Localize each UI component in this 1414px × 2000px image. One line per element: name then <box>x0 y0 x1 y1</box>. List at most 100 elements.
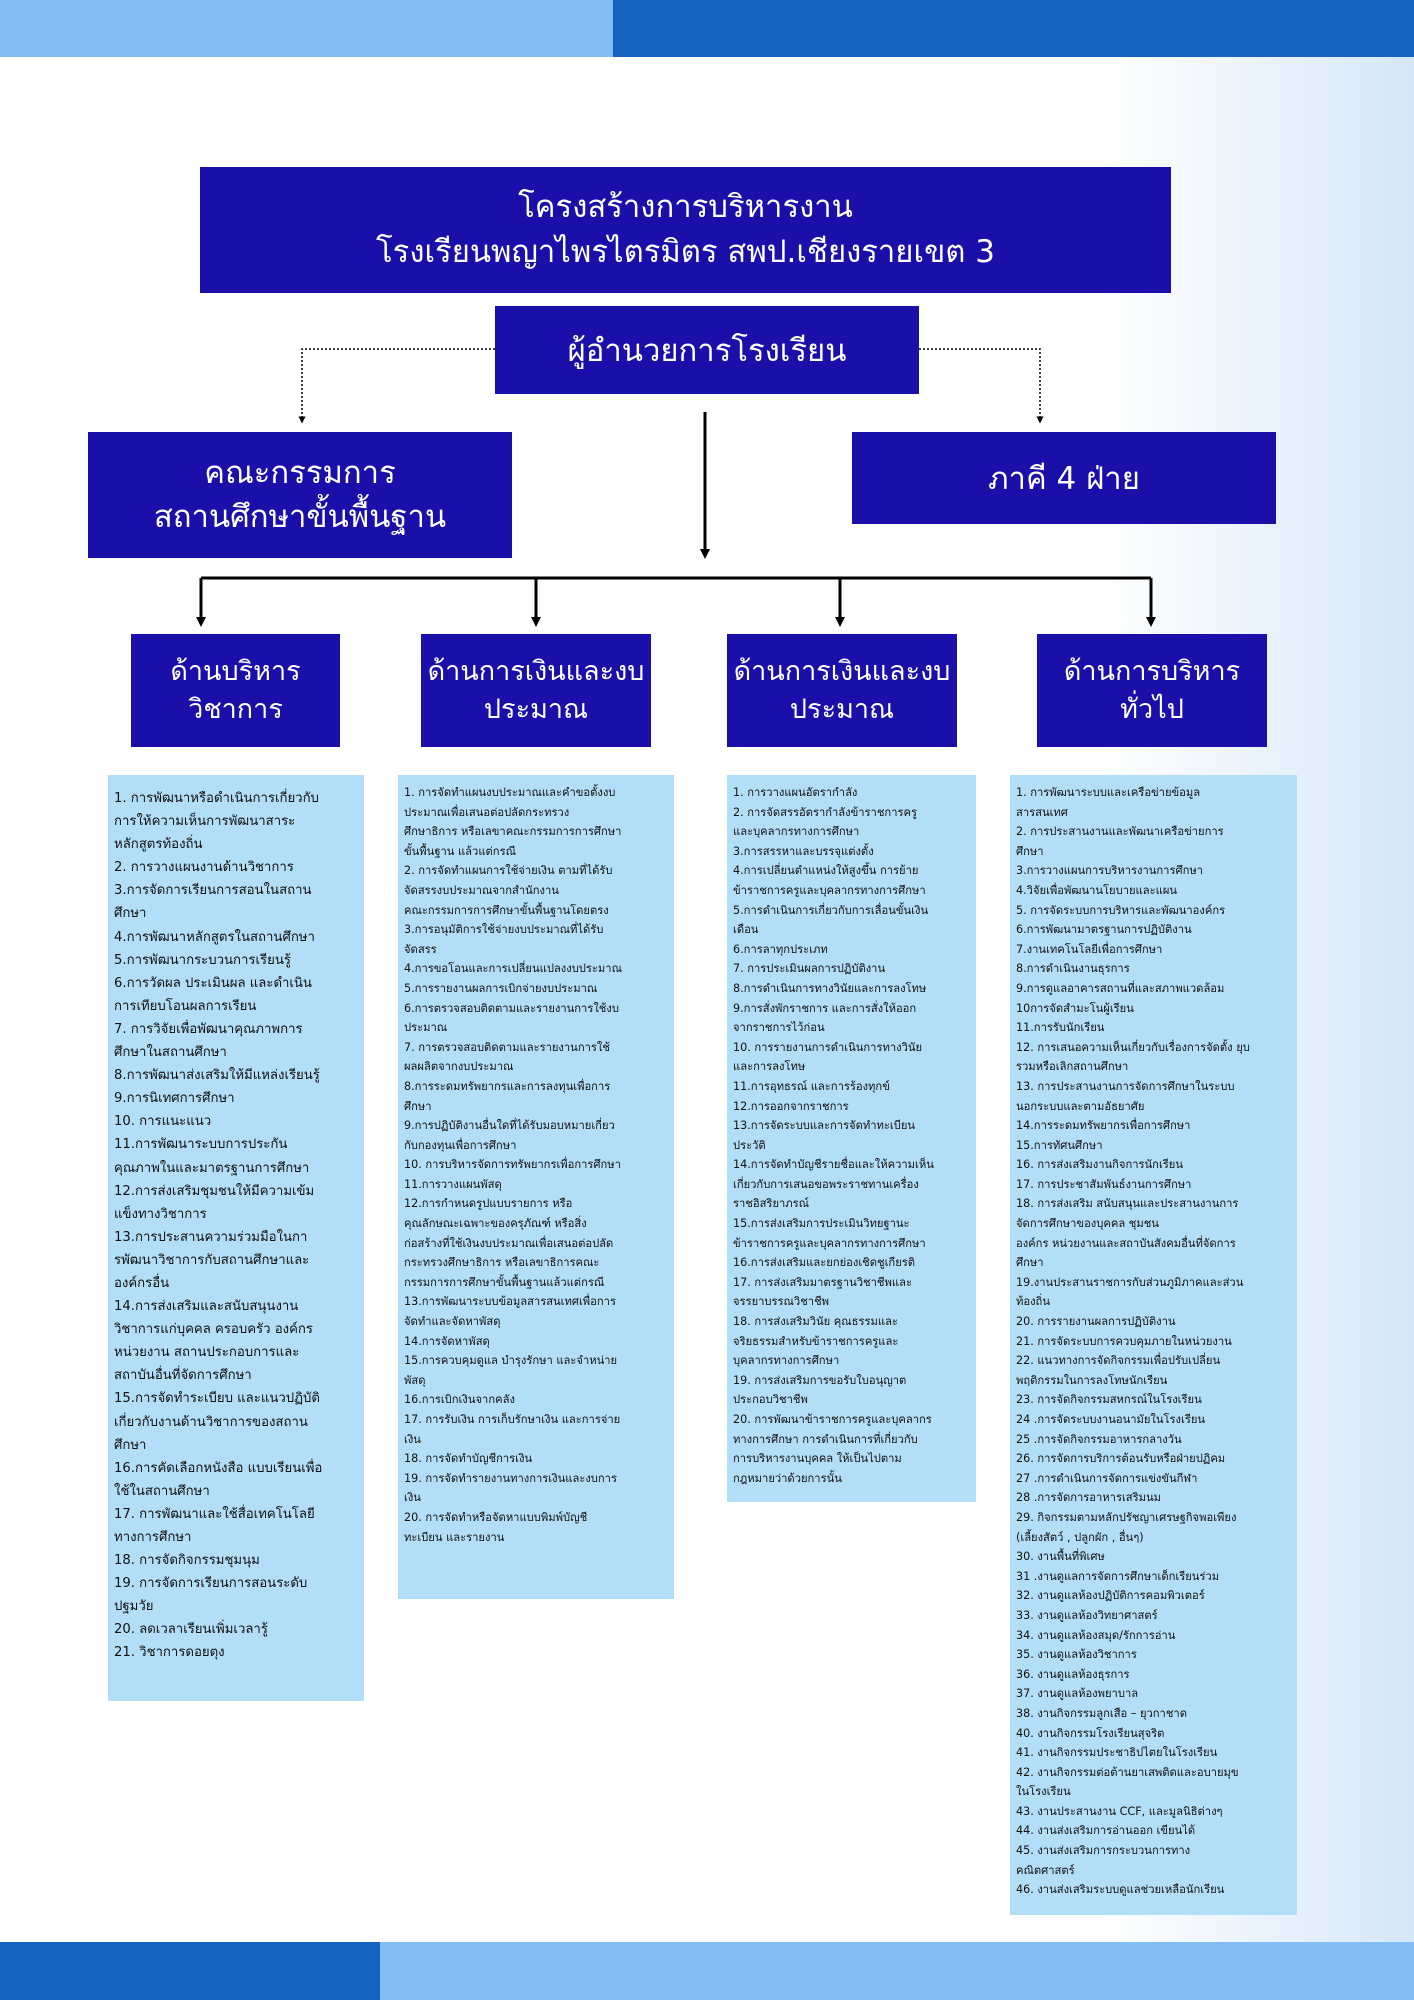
task-line: รพัฒนาวิชาการกับสถานศึกษาและ <box>114 1252 310 1268</box>
task-line: คุณลักษณะเฉพาะของครุภัณฑ์ หรือสิ่ง <box>404 1217 587 1231</box>
task-line: 33. งานดูแลห้องวิทยาศาสตร์ <box>1016 1608 1158 1622</box>
task-line: 28 .การจัดการอาหารเสริมนม <box>1016 1491 1162 1505</box>
task-line: กรรมการการศึกษาขั้นพื้นฐานแล้วแต่กรณี <box>404 1275 605 1289</box>
task-line: เกี่ยวกับงานด้านวิชาการของสถาน <box>114 1414 308 1430</box>
chart-title-line1: โครงสร้างการบริหารงาน <box>518 189 853 225</box>
task-line: เดือน <box>733 923 759 937</box>
task-line: 2. การจัดทำแผนการใช้จ่ายเงิน ตามที่ได้รั… <box>404 864 613 878</box>
task-line: 9.การนิเทศการศึกษา <box>114 1091 235 1107</box>
task-line: 14.การจัดหาพัสดุ <box>404 1334 490 1348</box>
task-line: 15.การควบคุมดูแล บำรุงรักษา และจำหน่าย <box>404 1354 618 1368</box>
task-line: จัดสรรงบประมาณจากสำนักงาน <box>404 883 559 897</box>
department-label-line1: ด้านบริหาร <box>170 655 301 687</box>
task-line: ศึกษา <box>114 906 147 922</box>
chart-title-box: โครงสร้างการบริหารงาน โรงเรียนพญาไพรไตรม… <box>200 167 1171 293</box>
task-line: 19. การจัดการเรียนการสอนระดับ <box>114 1576 308 1592</box>
task-line: วิชาการแก่บุคคล ครอบครัว องค์กร <box>114 1322 313 1338</box>
task-line: 37. งานดูแลห้องพยาบาล <box>1016 1687 1139 1701</box>
task-line: ประวัติ <box>733 1138 766 1152</box>
task-line: 45. งานส่งเสริมการกระบวนการทาง <box>1016 1844 1191 1858</box>
task-line: 5. การจัดระบบการบริหารและพัฒนาองค์กร <box>1016 903 1226 917</box>
task-line: 16. การส่งเสริมงานกิจการนักเรียน <box>1016 1158 1183 1172</box>
task-line: ประมาณ <box>404 1021 448 1035</box>
committee-line1: คณะกรรมการ <box>204 455 396 491</box>
partners-box: ภาคี 4 ฝ่าย <box>852 432 1276 524</box>
task-line: เกี่ยวกับการเสนอขอพระราชทานเครื่อง <box>733 1177 919 1191</box>
task-line: 9.การปฏิบัติงานอื่นใดที่ได้รับมอบหมายเกี… <box>404 1119 615 1133</box>
task-line: คุณภาพในและมาตรฐานการศึกษา <box>114 1160 310 1176</box>
task-line: 10. การรายงานการดำเนินการทางวินัย <box>733 1040 923 1054</box>
task-line: สถาบันอื่นที่จัดการศึกษา <box>114 1368 252 1384</box>
task-line: 26. การจัดการบริการต้อนรับหรือฝ่ายปฏิคม <box>1016 1452 1226 1466</box>
task-line: 40. งานกิจกรรมโรงเรียนสุจริต <box>1016 1726 1165 1740</box>
task-line: 7. การประเมินผลการปฏิบัติงาน <box>733 962 886 976</box>
task-line: ศึกษาในสถานศึกษา <box>114 1045 227 1061</box>
task-line: นอกระบบและตามอัธยาศัย <box>1016 1099 1145 1113</box>
task-line: 4.การเปลี่ยนตำแหน่งให้สูงขึ้น การย้าย <box>733 864 919 878</box>
task-line: รวมหรือเลิกสถานศึกษา <box>1016 1060 1129 1074</box>
committee-line2: สถานศึกษาขั้นพื้นฐาน <box>153 499 447 535</box>
task-line: 16.การคัดเลือกหนังสือ แบบเรียนเพื่อ <box>114 1460 323 1476</box>
task-line: 7. การตรวจสอบติดตามและรายงานการใช้ <box>404 1040 610 1054</box>
task-line: ประมาณเพื่อเสนอต่อปลัดกระทรวง <box>404 805 570 819</box>
task-line: 13.การประสานความร่วมมือในกา <box>114 1229 308 1245</box>
task-line: จากราชการไว้ก่อน <box>733 1021 825 1035</box>
task-line: ข้าราชการครูและบุคลากรทางการศึกษา <box>733 883 926 897</box>
task-line: 8.การพัฒนาส่งเสริมให้มีแหล่งเรียนรู้ <box>114 1068 320 1084</box>
task-line: 10การจัดสำมะโนผู้เรียน <box>1016 1001 1134 1015</box>
task-line: 17. การรับเงิน การเก็บรักษาเงิน และการจ่… <box>404 1413 621 1426</box>
task-line: 24 .การจัดระบบงานอนามัยในโรงเรียน <box>1016 1413 1206 1426</box>
task-line: 20. การจัดทำหรือจัดหาแบบพิมพ์บัญชี <box>404 1510 588 1524</box>
task-line: 19. การจัดทำรายงานทางการเงินและงบการ <box>404 1471 617 1485</box>
task-line: 31 .งานดูแลการจัดการศึกษาเด็กเรียนร่วม <box>1016 1569 1220 1583</box>
task-line: 2. การประสานงานและพัฒนาเครือข่ายการ <box>1016 825 1224 839</box>
task-line: 3.การวางแผนการบริหารงานการศึกษา <box>1016 864 1204 878</box>
task-line: หน่วยงาน สถานประกอบการและ <box>114 1345 300 1361</box>
task-line: 46. งานส่งเสริมระบบดูแลช่วยเหลือนักเรียน <box>1016 1883 1225 1897</box>
task-line: ศึกษา <box>404 1099 432 1113</box>
task-line: 3.การสรรหาและบรรจุแต่งตั้ง <box>733 844 874 858</box>
task-line: การเทียบโอนผลการเรียน <box>114 998 257 1014</box>
task-line: 20. การรายงานผลการปฏิบัติงาน <box>1016 1315 1176 1329</box>
task-line: 6.การพัฒนามาตรฐานการปฏิบัติงาน <box>1016 923 1192 937</box>
task-line: 13. การประสานงานการจัดการศึกษาในระบบ <box>1016 1079 1235 1093</box>
task-line: 30. งานพื้นที่พิเศษ <box>1016 1550 1105 1564</box>
committee-box: คณะกรรมการ สถานศึกษาขั้นพื้นฐาน <box>88 432 512 558</box>
task-line: การให้ความเห็นการพัฒนาสาระ <box>114 814 296 830</box>
task-line: 12. การเสนอความเห็นเกี่ยวกับเรื่องการจัด… <box>1016 1040 1250 1054</box>
task-line: 41. งานกิจกรรมประชาธิปไตยในโรงเรียน <box>1016 1746 1218 1760</box>
task-line: 6.การวัดผล ประเมินผล และดำเนิน <box>114 975 312 991</box>
task-line: จรรยาบรรณวิชาชีพ <box>733 1295 830 1309</box>
task-line: 15.การจัดทำระเบียบ และแนวปฏิบัติ <box>114 1391 320 1407</box>
task-line: ทะเบียน และรายงาน <box>404 1530 505 1544</box>
task-line: 23. การจัดกิจกรรมสหกรณ์ในโรงเรียน <box>1016 1393 1202 1407</box>
top-band-left <box>0 0 613 57</box>
task-line: 8.การดำเนินการทางวินัยและการลงโทษ <box>733 981 927 995</box>
task-line: 2. การวางแผนงานด้านวิชาการ <box>114 860 294 876</box>
task-line: บุคลากรทางการศึกษา <box>733 1354 840 1368</box>
task-line: 18. การส่งเสริมวินัย คุณธรรมและ <box>733 1315 898 1329</box>
task-line: 19.งานประสานราชการกับส่วนภูมิภาคและส่วน <box>1016 1275 1244 1289</box>
dotted-line-partners <box>919 348 1044 424</box>
task-line: กระทรวงศึกษาธิการ หรือเลขาธิการคณะ <box>404 1256 600 1270</box>
task-line: 17. การส่งเสริมมาตรฐานวิชาชีพและ <box>733 1275 912 1289</box>
task-line: 6.การลาทุกประเภท <box>733 942 828 956</box>
task-list-academic: 1. การพัฒนาหรือดำเนินการเกี่ยวกับการให้ค… <box>108 775 364 1701</box>
task-line: 3.การอนุมัติการใช้จ่ายงบประมาณที่ได้รับ <box>404 923 604 937</box>
task-line: 35. งานดูแลห้องวิชาการ <box>1016 1648 1137 1662</box>
task-line: ศึกษา <box>114 1437 147 1453</box>
task-line: เงิน <box>404 1491 421 1505</box>
task-line: 3.การจัดการเรียนการสอนในสถาน <box>114 883 312 899</box>
task-line: 27 .การดำเนินการจัดการแข่งขันกีฬา <box>1016 1471 1198 1485</box>
task-line: 17. การพัฒนาและใช้สื่อเทคโนโลยี <box>114 1506 315 1522</box>
department-label-line1: ด้านการเงินและงบ <box>733 655 951 687</box>
task-line: หลักสูตรท้องถิ่น <box>114 837 203 853</box>
task-line: 20. การพัฒนาข้าราชการครูและบุคลากร <box>733 1413 932 1426</box>
task-line: และการลงโทษ <box>733 1060 806 1074</box>
task-line: 1. การพัฒนาหรือดำเนินการเกี่ยวกับ <box>114 791 319 806</box>
task-line: 5.การดำเนินการเกี่ยวกับการเลื่อนขั้นเงิน <box>733 903 929 917</box>
task-line: ในโรงเรียน <box>1016 1785 1071 1799</box>
director-box: ผู้อำนวยการโรงเรียน <box>495 306 919 394</box>
task-line: 21. วิชาการดอยตุง <box>114 1645 225 1661</box>
task-line: 43. งานประสานงาน CCF, และมูลนิธิต่างๆ <box>1016 1804 1223 1818</box>
